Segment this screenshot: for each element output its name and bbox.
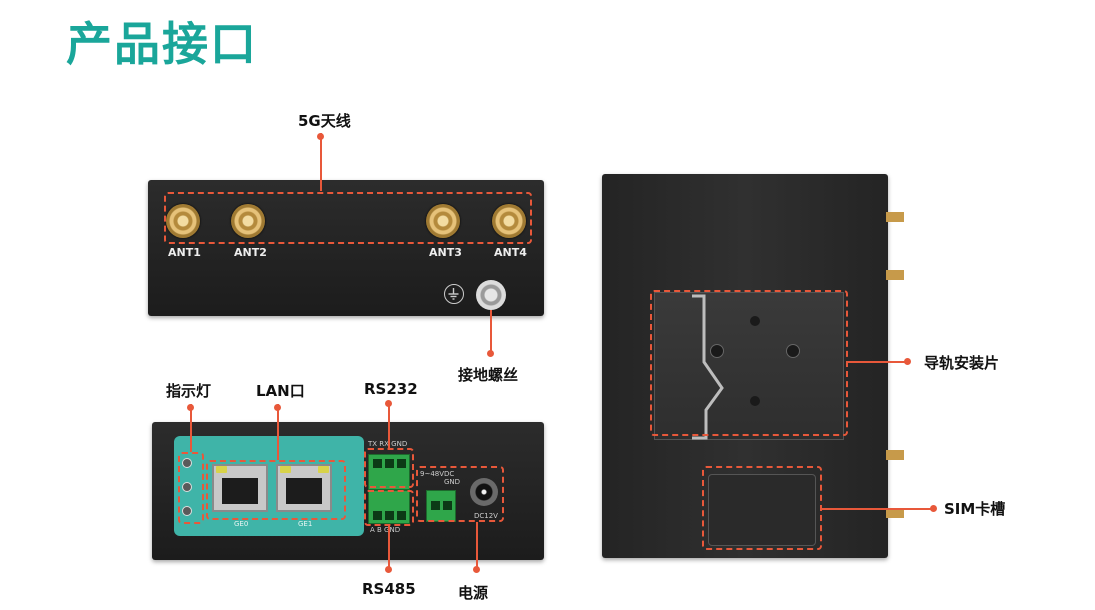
side-antenna-stub [886, 212, 904, 222]
callout-dot [487, 350, 494, 357]
side-antenna-stub [886, 508, 904, 518]
label-power: 电源 [458, 584, 489, 602]
callout-dot [473, 566, 480, 573]
din-hole [750, 396, 760, 406]
antenna-highlight-box [164, 192, 532, 244]
callout-line [822, 508, 932, 510]
callout-line [190, 404, 192, 452]
din-screw [786, 344, 800, 358]
label-sim-slot: SIM卡槽 [944, 500, 1006, 518]
gnd-text: GND [444, 478, 461, 486]
callout-line [490, 310, 492, 354]
rs232-pins-text: TX RX GND [368, 440, 408, 448]
page-title: 产品接口 [66, 17, 258, 71]
indicator-led [182, 506, 192, 516]
ant4-label: ANT4 [494, 246, 527, 259]
ant3-label: ANT3 [429, 246, 462, 259]
din-spring-clip [692, 294, 724, 440]
sim-slot-highlight-box [702, 466, 822, 550]
sim-cover [708, 474, 816, 546]
din-screw [710, 344, 724, 358]
callout-dot [385, 566, 392, 573]
rs485-terminal [368, 490, 410, 524]
label-ground-screw: 接地螺丝 [458, 366, 519, 384]
indicator-led [182, 458, 192, 468]
ge0-text: GE0 [234, 520, 249, 528]
ground-symbol-icon [444, 284, 464, 304]
device-antenna-panel: ANT1 ANT2 ANT3 ANT4 [148, 180, 544, 316]
indicator-highlight-box [178, 452, 204, 524]
indicator-led [182, 482, 192, 492]
ant2-label: ANT2 [234, 246, 267, 259]
callout-line [476, 522, 478, 570]
callout-line [277, 404, 279, 460]
ant2-connector [231, 204, 265, 238]
rs485-pins-text: A B GND [370, 526, 401, 534]
din-rail-bracket [654, 292, 844, 440]
side-antenna-stub [886, 270, 904, 280]
ant3-connector [426, 204, 460, 238]
power-range-text: 9~48VDC [420, 470, 455, 478]
ant4-connector [492, 204, 526, 238]
din-rail-highlight-box [650, 290, 848, 436]
label-antenna: 5G天线 [298, 112, 351, 130]
label-din-rail: 导轨安装片 [924, 354, 1000, 372]
label-lan: LAN口 [256, 382, 305, 400]
ground-screw [476, 280, 506, 310]
device-side-view [602, 174, 888, 558]
callout-line [320, 133, 322, 191]
callout-line [848, 361, 906, 363]
callout-dot [317, 133, 324, 140]
callout-dot [187, 404, 194, 411]
ant1-label: ANT1 [168, 246, 201, 259]
power-terminal [426, 490, 456, 522]
port-led [318, 466, 329, 473]
power-highlight-box [416, 466, 504, 522]
callout-line [388, 404, 390, 448]
din-hole [750, 316, 760, 326]
lan-highlight-box [206, 460, 346, 520]
dc12v-text: DC12V [474, 512, 498, 520]
callout-line [388, 526, 390, 568]
ge1-text: GE1 [298, 520, 313, 528]
port-led [280, 466, 291, 473]
dc-jack [470, 478, 498, 506]
callout-dot [385, 400, 392, 407]
side-antenna-stub [886, 450, 904, 460]
rs232-terminal [368, 454, 410, 490]
label-rs232: RS232 [364, 380, 418, 398]
ant1-connector [166, 204, 200, 238]
rs232-highlight-box [364, 448, 414, 488]
rs485-highlight-box [364, 490, 414, 526]
callout-dot [274, 404, 281, 411]
port-led [216, 466, 227, 473]
device-front-panel: GE0 GE1 TX RX GND A B GND 9~48VDC GND DC… [152, 422, 544, 560]
callout-dot [930, 505, 937, 512]
label-indicator: 指示灯 [166, 382, 212, 400]
label-rs485: RS485 [362, 580, 416, 598]
callout-dot [904, 358, 911, 365]
